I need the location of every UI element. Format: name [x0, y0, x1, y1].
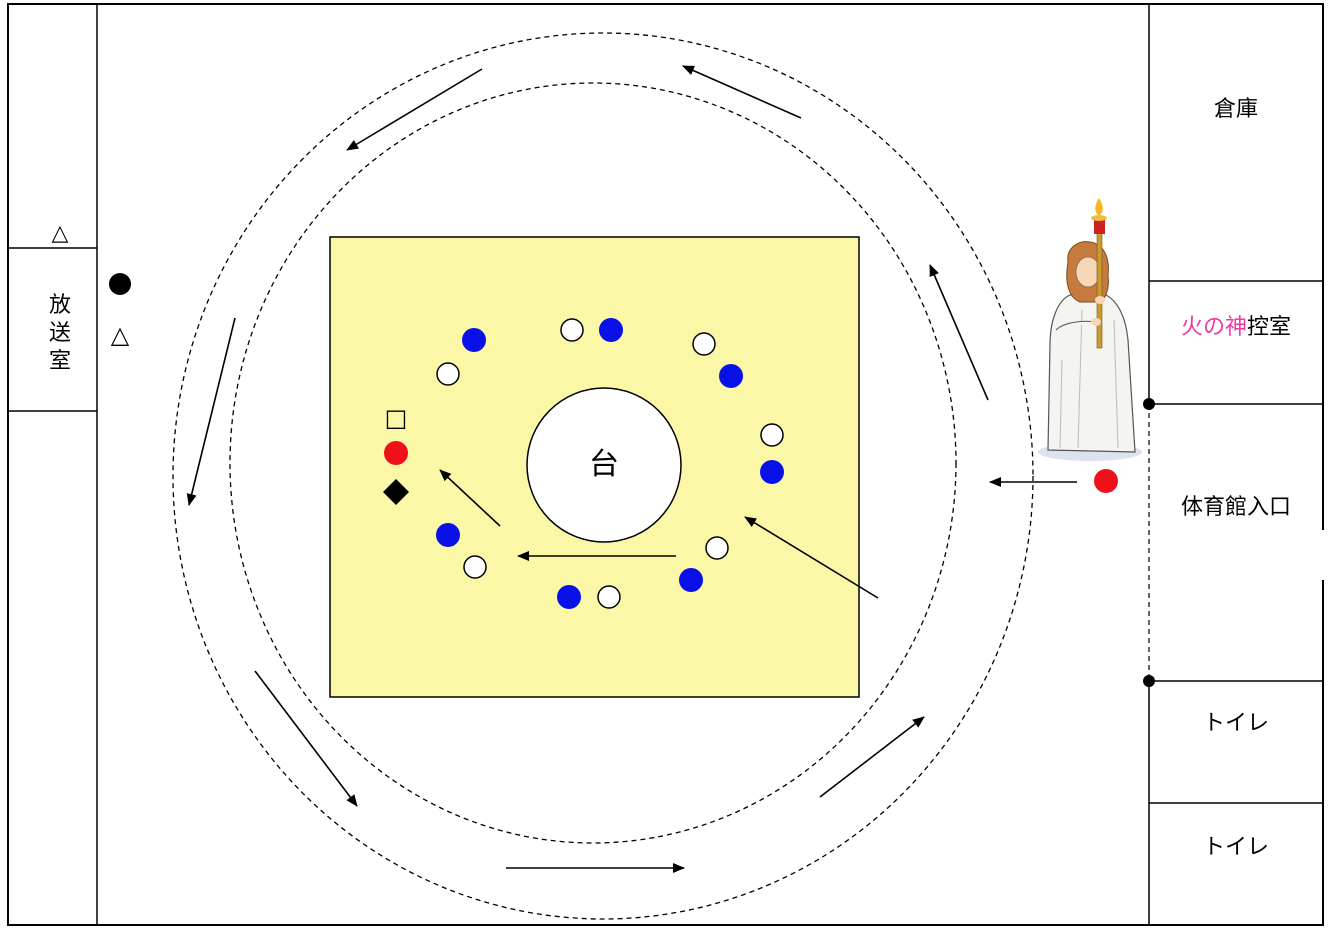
open-marker [463, 555, 487, 579]
red-marker [1094, 469, 1118, 493]
toilet-label-2: トイレ [1203, 835, 1269, 860]
open-marker [436, 362, 460, 386]
route-arrow [254, 670, 358, 807]
broadcast-room-label: 放 送 室 [49, 293, 71, 374]
broadcast-room-char-3: 室 [49, 349, 71, 374]
broadcast-room-char-1: 放 [49, 293, 71, 318]
square-marker: □ [385, 404, 408, 432]
triangle-marker: △ [111, 321, 130, 349]
route-arrow [186, 317, 236, 506]
open-marker [692, 332, 716, 356]
open-marker [597, 585, 621, 609]
left-triangle-marker: △ [52, 221, 69, 246]
open-marker [760, 423, 784, 447]
gym-entrance-label: 体育館入口 [1181, 495, 1291, 520]
center-platform [526, 387, 682, 543]
route-arrow [929, 264, 989, 401]
blue-marker [760, 460, 784, 484]
blue-marker [557, 585, 581, 609]
open-marker [705, 536, 729, 560]
toilet-label-1: トイレ [1203, 711, 1269, 736]
blue-marker [436, 523, 460, 547]
gym-outline [7, 3, 1324, 926]
door-hinge [1143, 675, 1155, 687]
broadcast-room-char-2: 送 [49, 321, 71, 346]
outer-track [172, 32, 1034, 920]
storage-label: 倉庫 [1214, 97, 1258, 122]
fire-god-label-prefix: 火の神 [1181, 315, 1247, 340]
black-marker [109, 273, 131, 295]
diamond-marker [383, 479, 409, 505]
blue-marker [599, 318, 623, 342]
route-arrow [819, 716, 925, 798]
red-marker [384, 441, 408, 465]
blue-marker [719, 364, 743, 388]
route-arrow [346, 68, 483, 151]
fire-god-room-label: 火の神控室 [1181, 315, 1291, 340]
torch-bearer-icon [1038, 198, 1142, 461]
route-arrow [439, 469, 501, 527]
platform-label: 台 [589, 447, 619, 482]
open-marker [560, 318, 584, 342]
route-arrows [186, 65, 1077, 873]
inner-track [229, 82, 957, 844]
route-arrow [682, 65, 802, 119]
blue-marker [462, 328, 486, 352]
fire-god-label-suffix: 控室 [1247, 315, 1291, 340]
blue-marker [679, 568, 703, 592]
door-hinge [1143, 398, 1155, 410]
route-arrow [744, 516, 879, 599]
